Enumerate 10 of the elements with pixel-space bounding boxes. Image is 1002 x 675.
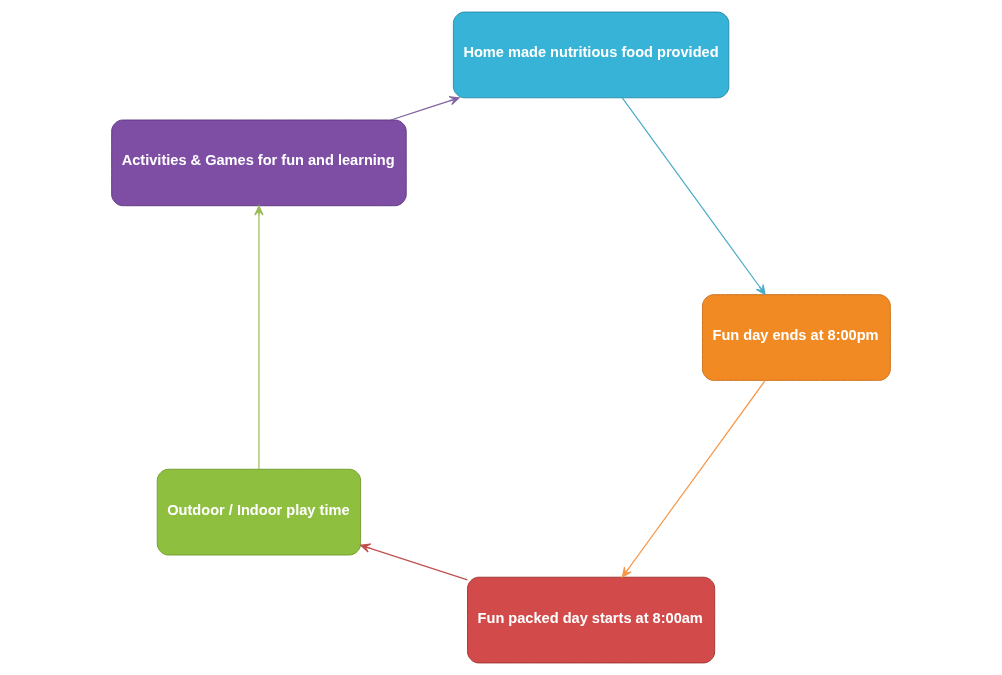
node-box: Home made nutritious food provided [452, 11, 730, 99]
arrow [360, 543, 468, 581]
node-box: Outdoor / Indoor play time [156, 468, 362, 556]
arrow [621, 379, 766, 578]
node-box: Fun day ends at 8:00pm [702, 294, 891, 381]
arrow [390, 96, 460, 121]
arrow [254, 205, 264, 470]
arrow [621, 97, 766, 295]
node-box: Fun packed day starts at 8:00am [467, 576, 716, 664]
node-box: Activities & Games for fun and learning [111, 119, 407, 207]
